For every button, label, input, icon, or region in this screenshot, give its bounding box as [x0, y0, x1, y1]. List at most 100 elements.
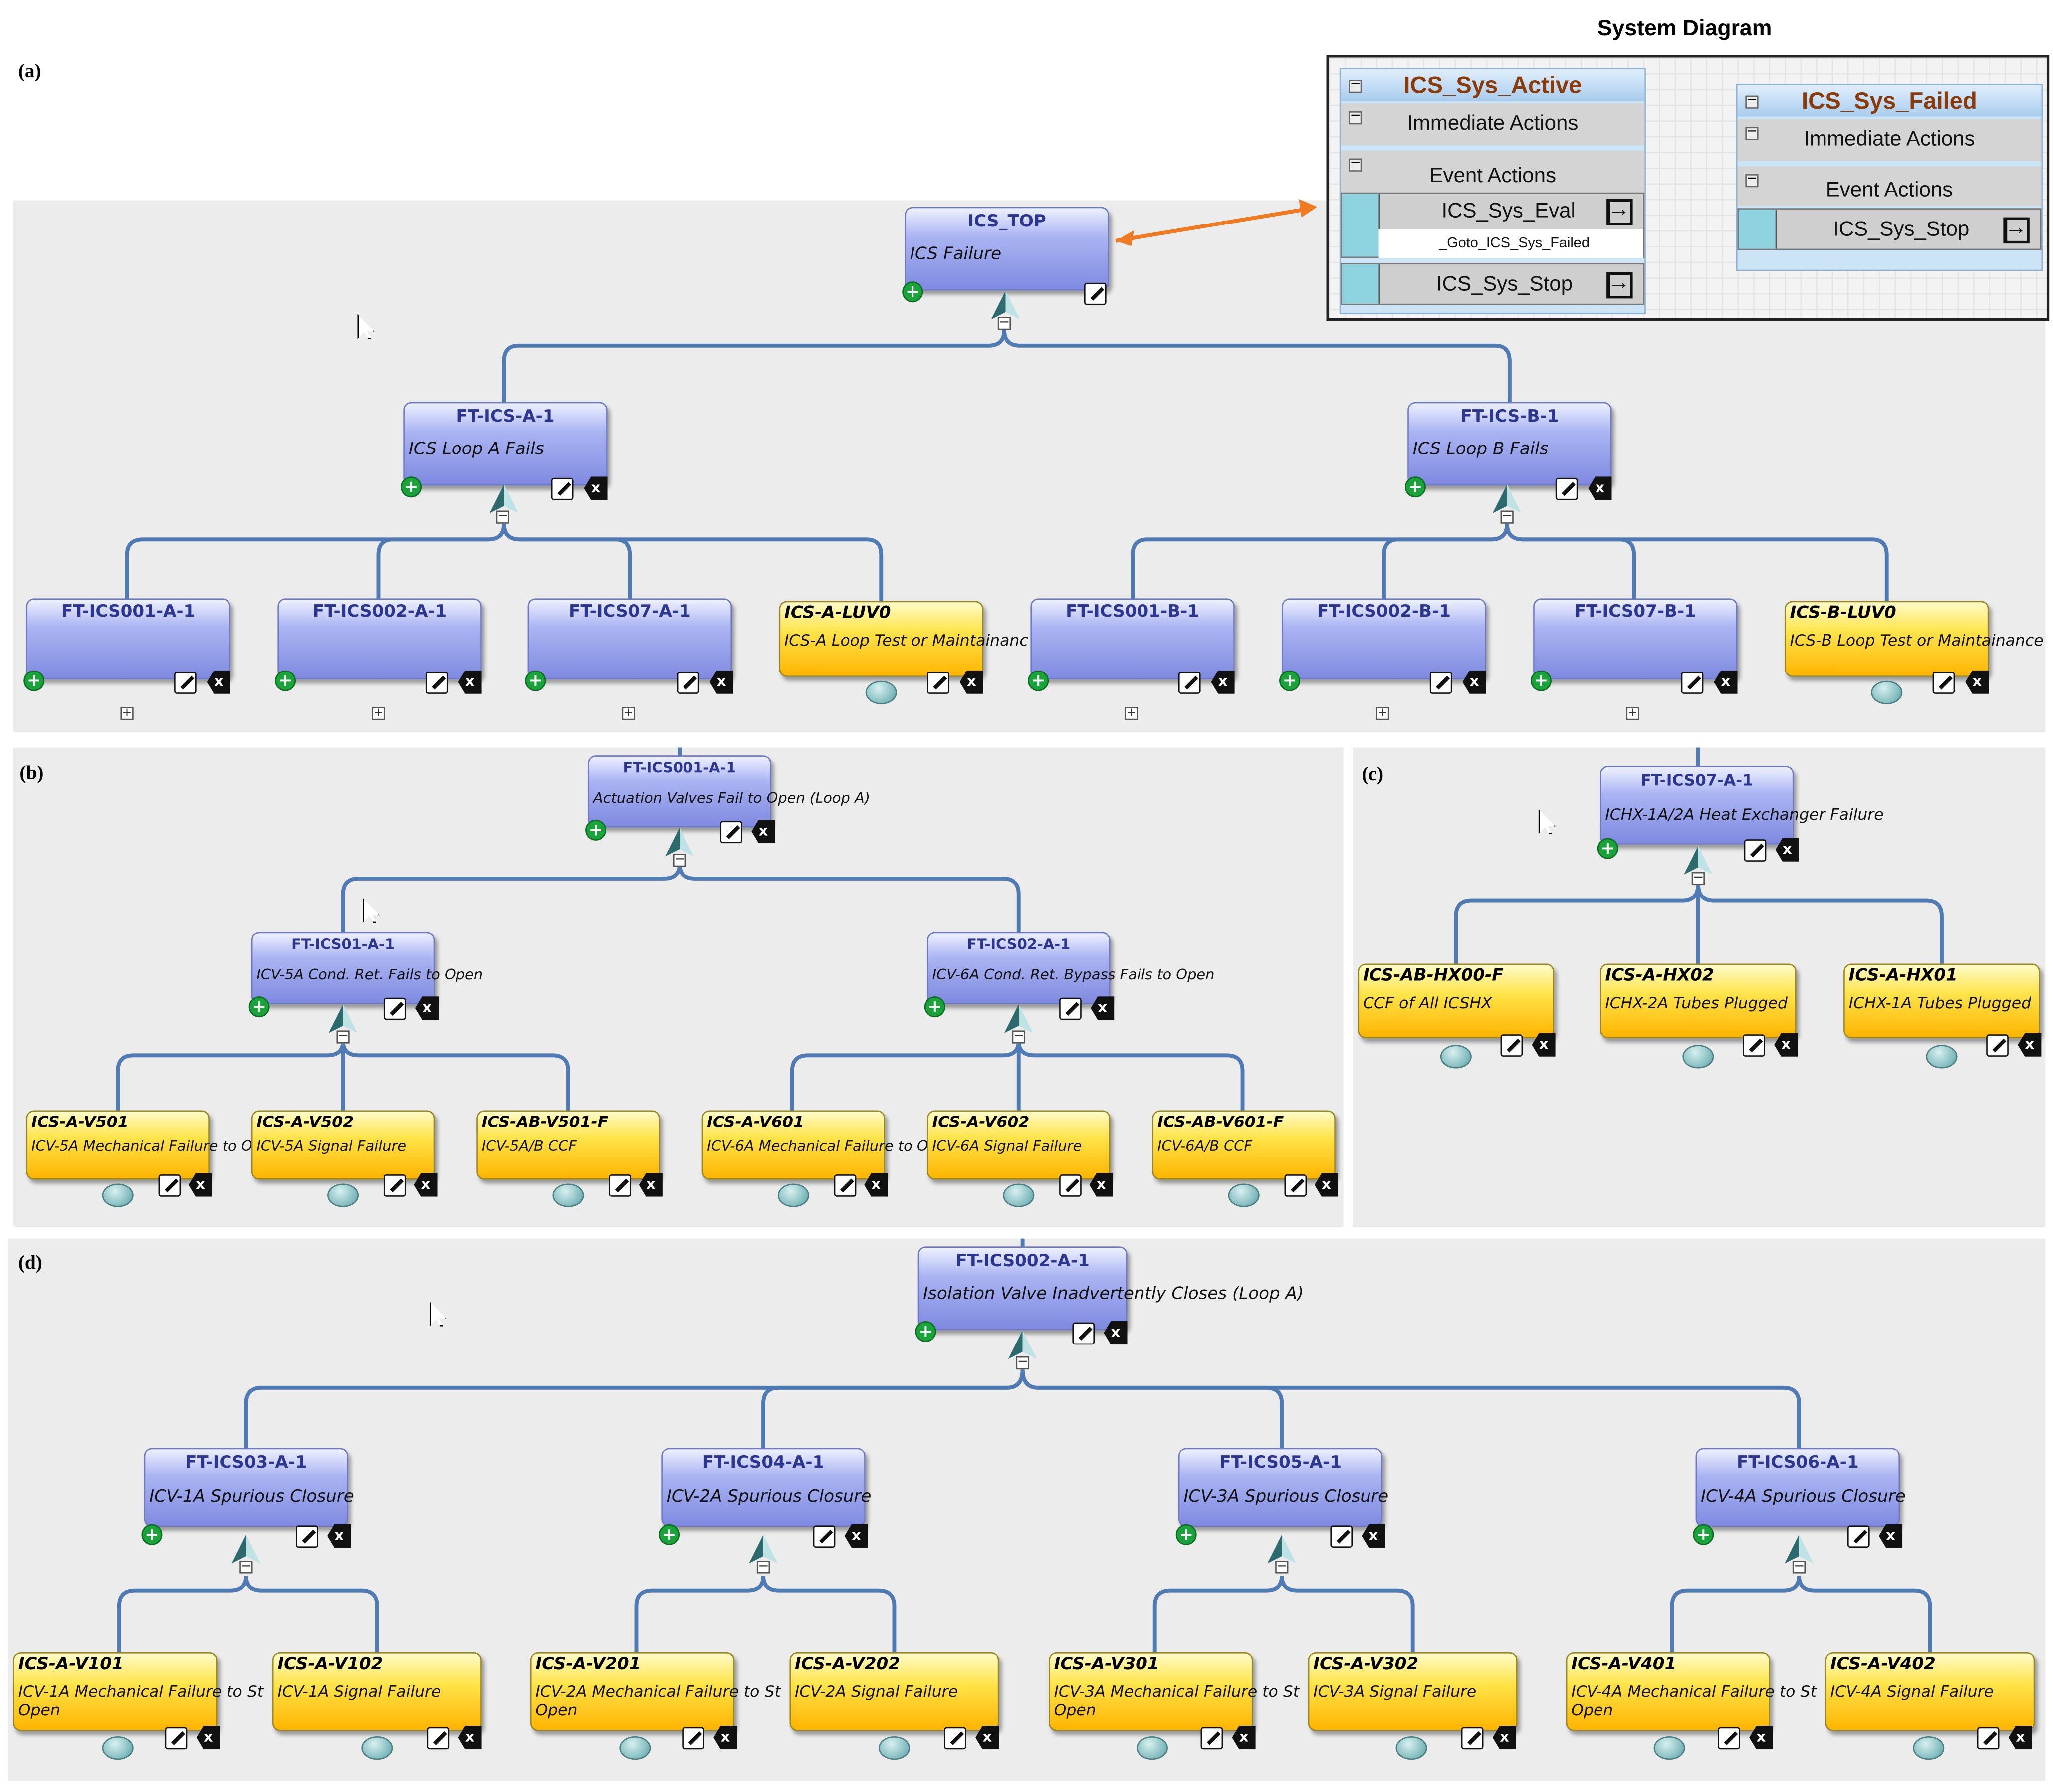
- edit-icon[interactable]: [1059, 1174, 1082, 1197]
- edit-icon[interactable]: [720, 821, 743, 844]
- add-child-icon[interactable]: +: [585, 819, 607, 841]
- edit-icon[interactable]: [927, 672, 949, 694]
- add-child-icon[interactable]: +: [1530, 670, 1552, 691]
- edit-icon[interactable]: [1986, 1034, 2009, 1057]
- basic-event-ics-a-v302[interactable]: ICS-A-V302 ICV-3A Signal Failure: [1308, 1652, 1518, 1731]
- expand-icon[interactable]: +: [1626, 707, 1639, 720]
- add-child-icon[interactable]: +: [141, 1524, 163, 1545]
- edit-icon[interactable]: [609, 1174, 631, 1197]
- action-ics-sys-eval[interactable]: ICS_Sys_Eval _Goto_ICS_Sys_Failed: [1341, 192, 1645, 258]
- collapse-icon[interactable]: −: [1745, 94, 1759, 109]
- gate-ft-ics07-b-1[interactable]: FT-ICS07-B-1: [1533, 598, 1738, 680]
- gate-ft-ics05-a-1[interactable]: FT-ICS05-A-1 ICV-3A Spurious Closure: [1178, 1448, 1388, 1527]
- basic-event-ics-a-v502[interactable]: ICS-A-V502 ICV-5A Signal Failure: [251, 1110, 435, 1180]
- add-child-icon[interactable]: +: [1597, 838, 1618, 859]
- add-child-icon[interactable]: +: [1028, 670, 1049, 691]
- basic-event-ics-ab-v601-f[interactable]: ICS-AB-V601-F ICV-6A/B CCF: [1152, 1110, 1336, 1180]
- gate-ft-ics-b-1[interactable]: FT-ICS-B-1 ICS Loop B Fails: [1407, 402, 1612, 486]
- basic-event-ics-a-luv0[interactable]: ICS-A-LUV0 ICS-A Loop Test or Maintainan…: [779, 601, 1028, 677]
- edit-icon[interactable]: [158, 1174, 181, 1197]
- edit-icon[interactable]: [427, 1727, 450, 1750]
- gate-ft-ics-a-1[interactable]: FT-ICS-A-1 ICS Loop A Fails: [403, 402, 608, 486]
- collapse-icon[interactable]: −: [1349, 109, 1362, 125]
- action-ics-sys-stop[interactable]: ICS_Sys_Stop: [1737, 208, 2042, 250]
- basic-event-ics-a-hx02[interactable]: ICS-A-HX02 ICHX-2A Tubes Plugged: [1600, 963, 1797, 1039]
- gate-ft-ics03-a-1[interactable]: FT-ICS03-A-1 ICV-1A Spurious Closure: [144, 1448, 354, 1527]
- expand-icon[interactable]: +: [372, 707, 385, 720]
- expand-icon[interactable]: +: [120, 707, 134, 720]
- gate-b-top[interactable]: FT-ICS001-A-1 Actuation Valves Fail to O…: [588, 755, 870, 828]
- edit-icon[interactable]: [1932, 672, 1955, 694]
- add-child-icon[interactable]: +: [1693, 1524, 1714, 1545]
- basic-event-ics-a-v102[interactable]: ICS-A-V102 ICV-1A Signal Failure: [272, 1652, 482, 1731]
- delete-icon[interactable]: x: [415, 996, 439, 1020]
- edit-icon[interactable]: [1178, 672, 1201, 694]
- edit-icon[interactable]: [813, 1525, 836, 1548]
- edit-icon[interactable]: [1555, 477, 1578, 500]
- gate-ft-ics001-a-1[interactable]: FT-ICS001-A-1: [26, 598, 230, 680]
- edit-icon[interactable]: [165, 1727, 188, 1750]
- exit-icon[interactable]: [1606, 197, 1633, 225]
- edit-icon[interactable]: [1500, 1034, 1523, 1057]
- basic-event-ics-a-v402[interactable]: ICS-A-V402 ICV-4A Signal Failure: [1825, 1652, 2035, 1731]
- edit-icon[interactable]: [1744, 839, 1767, 862]
- edit-icon[interactable]: [1200, 1727, 1223, 1750]
- gate-ft-ics002-a-1[interactable]: FT-ICS002-A-1: [277, 598, 482, 680]
- add-child-icon[interactable]: +: [525, 670, 546, 691]
- add-child-icon[interactable]: +: [1279, 670, 1301, 691]
- collapse-icon[interactable]: −: [756, 1560, 770, 1574]
- state-ics-sys-active[interactable]: ICS_Sys_Active − Immediate Actions − Eve…: [1339, 68, 1646, 314]
- basic-event-ics-a-v401[interactable]: ICS-A-V401 ICV-4A Mechanical Failure to …: [1566, 1652, 1817, 1731]
- collapse-icon[interactable]: −: [1275, 1560, 1289, 1574]
- edit-icon[interactable]: [1072, 1322, 1095, 1345]
- add-child-icon[interactable]: +: [902, 281, 923, 303]
- add-child-icon[interactable]: +: [924, 996, 945, 1018]
- basic-event-ics-a-v301[interactable]: ICS-A-V301 ICV-3A Mechanical Failure to …: [1049, 1652, 1299, 1731]
- basic-event-ics-b-luv0[interactable]: ICS-B-LUV0 ICS-B Loop Test or Maintainan…: [1785, 601, 2044, 677]
- basic-event-ics-a-v202[interactable]: ICS-A-V202 ICV-2A Signal Failure: [789, 1652, 999, 1731]
- exit-icon[interactable]: [1606, 270, 1633, 299]
- add-child-icon[interactable]: +: [1175, 1524, 1197, 1545]
- edit-icon[interactable]: [1681, 672, 1704, 694]
- collapse-icon[interactable]: −: [1745, 125, 1759, 140]
- edit-icon[interactable]: [1284, 1174, 1307, 1197]
- expand-icon[interactable]: +: [1125, 707, 1138, 720]
- collapse-icon[interactable]: −: [1792, 1560, 1806, 1574]
- exit-icon[interactable]: [2003, 215, 2030, 244]
- edit-icon[interactable]: [1977, 1727, 2000, 1750]
- edit-icon[interactable]: [1718, 1727, 1740, 1750]
- collapse-icon[interactable]: −: [1349, 157, 1362, 172]
- gate-ics-top[interactable]: ICS_TOP ICS Failure: [905, 207, 1109, 291]
- edit-icon[interactable]: [383, 997, 406, 1020]
- basic-event-ics-ab-hx00-f[interactable]: ICS-AB-HX00-F CCF of All ICSHX: [1358, 963, 1555, 1039]
- gate-ft-ics001-b-1[interactable]: FT-ICS001-B-1: [1030, 598, 1235, 680]
- edit-icon[interactable]: [1084, 282, 1107, 305]
- basic-event-ics-a-v601[interactable]: ICS-A-V601 ICV-6A Mechanical Failure to …: [701, 1110, 937, 1180]
- edit-icon[interactable]: [677, 672, 699, 694]
- edit-icon[interactable]: [174, 672, 197, 694]
- gate-ft-ics06-a-1[interactable]: FT-ICS06-A-1 ICV-4A Spurious Closure: [1695, 1448, 1906, 1527]
- add-child-icon[interactable]: +: [1404, 476, 1426, 498]
- action-ics-sys-stop[interactable]: ICS_Sys_Stop: [1341, 263, 1645, 305]
- add-child-icon[interactable]: +: [23, 670, 45, 691]
- collapse-icon[interactable]: −: [1745, 172, 1759, 188]
- add-child-icon[interactable]: +: [401, 476, 422, 498]
- gate-ft-ics002-b-1[interactable]: FT-ICS002-B-1: [1282, 598, 1486, 680]
- collapse-icon[interactable]: −: [997, 316, 1011, 330]
- edit-icon[interactable]: [383, 1174, 406, 1197]
- gate-ft-ics04-a-1[interactable]: FT-ICS04-A-1 ICV-2A Spurious Closure: [661, 1448, 871, 1527]
- collapse-icon[interactable]: −: [1500, 510, 1514, 524]
- edit-icon[interactable]: [834, 1174, 857, 1197]
- add-child-icon[interactable]: +: [915, 1321, 936, 1343]
- basic-event-ics-a-hx01[interactable]: ICS-A-HX01 ICHX-1A Tubes Plugged: [1843, 963, 2040, 1039]
- edit-icon[interactable]: [1743, 1034, 1765, 1057]
- expand-icon[interactable]: +: [622, 707, 635, 720]
- basic-event-ics-a-v602[interactable]: ICS-A-V602 ICV-6A Signal Failure: [927, 1110, 1111, 1180]
- gate-ft-ics07-a-1[interactable]: FT-ICS07-A-1: [527, 598, 732, 680]
- expand-icon[interactable]: +: [1376, 707, 1389, 720]
- edit-icon[interactable]: [1429, 672, 1452, 694]
- collapse-icon[interactable]: −: [1012, 1030, 1025, 1044]
- basic-event-ics-ab-v501-f[interactable]: ICS-AB-V501-F ICV-5A/B CCF: [476, 1110, 660, 1180]
- gate-c-top[interactable]: FT-ICS07-A-1 ICHX-1A/2A Heat Exchanger F…: [1600, 766, 1884, 845]
- edit-icon[interactable]: [296, 1525, 318, 1548]
